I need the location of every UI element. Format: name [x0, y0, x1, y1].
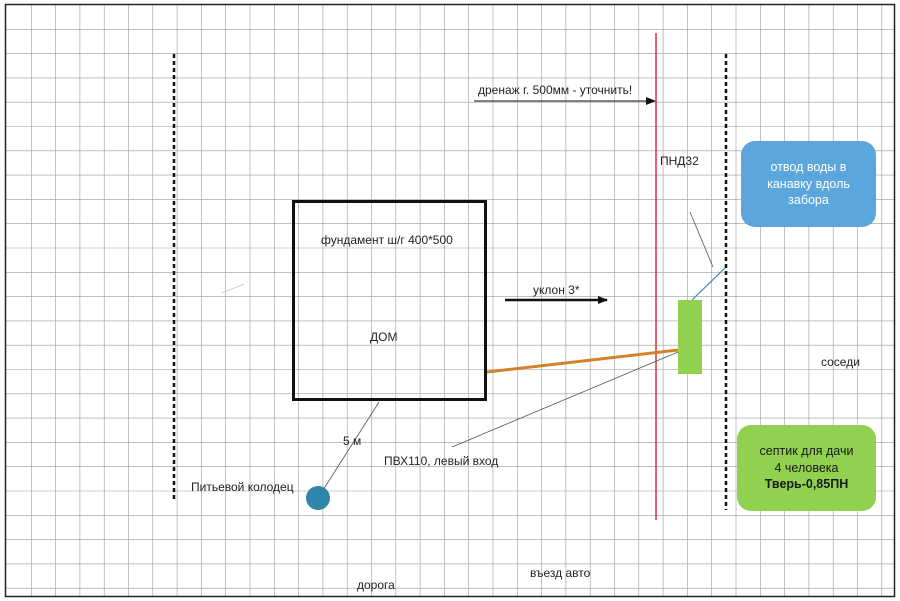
septic-note: септик для дачи 4 человека Тверь-0,85ПН: [737, 425, 876, 511]
drinking-well: [306, 486, 330, 510]
pvc-pipe: [486, 348, 679, 374]
foundation-label: фундамент ш/г 400*500: [321, 233, 453, 247]
pvc-label: ПВХ110, левый вход: [384, 454, 499, 468]
well-label: Питьевой колодец: [191, 480, 294, 494]
road-label: дорога: [357, 578, 395, 592]
slope-label: уклон 3*: [533, 283, 580, 297]
pnd-pointer-line: [689, 211, 714, 268]
water-drain-note: отвод воды в канавку вдоль забора: [741, 141, 876, 227]
house-label: ДОМ: [370, 330, 398, 344]
outer-frame: [4, 3, 896, 598]
house-outline: [292, 200, 487, 401]
water-drain-line3: забора: [788, 193, 829, 208]
grid-lines: [6, 5, 894, 596]
water-drain-line2: канавку вдоль: [767, 176, 850, 191]
pnd-label: ПНД32: [660, 154, 699, 168]
septic-line1: септик для дачи: [759, 443, 854, 458]
well-distance-line: [317, 401, 380, 499]
septic-line3: Тверь-0,85ПН: [764, 477, 849, 492]
entrance-label: въезд авто: [530, 566, 591, 580]
grey-mark: [221, 283, 245, 294]
pvc-pointer-line: [451, 351, 679, 448]
distance-label: 5 м: [343, 434, 362, 448]
neighbors-label: соседи: [821, 355, 860, 369]
drainage-label: дренаж г. 500мм - уточнить!: [478, 83, 633, 97]
septic-tank: [678, 300, 702, 374]
pnd-pipe: [691, 267, 726, 301]
water-drain-line1: отвод воды в: [770, 159, 847, 174]
septic-line2: 4 человека: [774, 460, 839, 475]
